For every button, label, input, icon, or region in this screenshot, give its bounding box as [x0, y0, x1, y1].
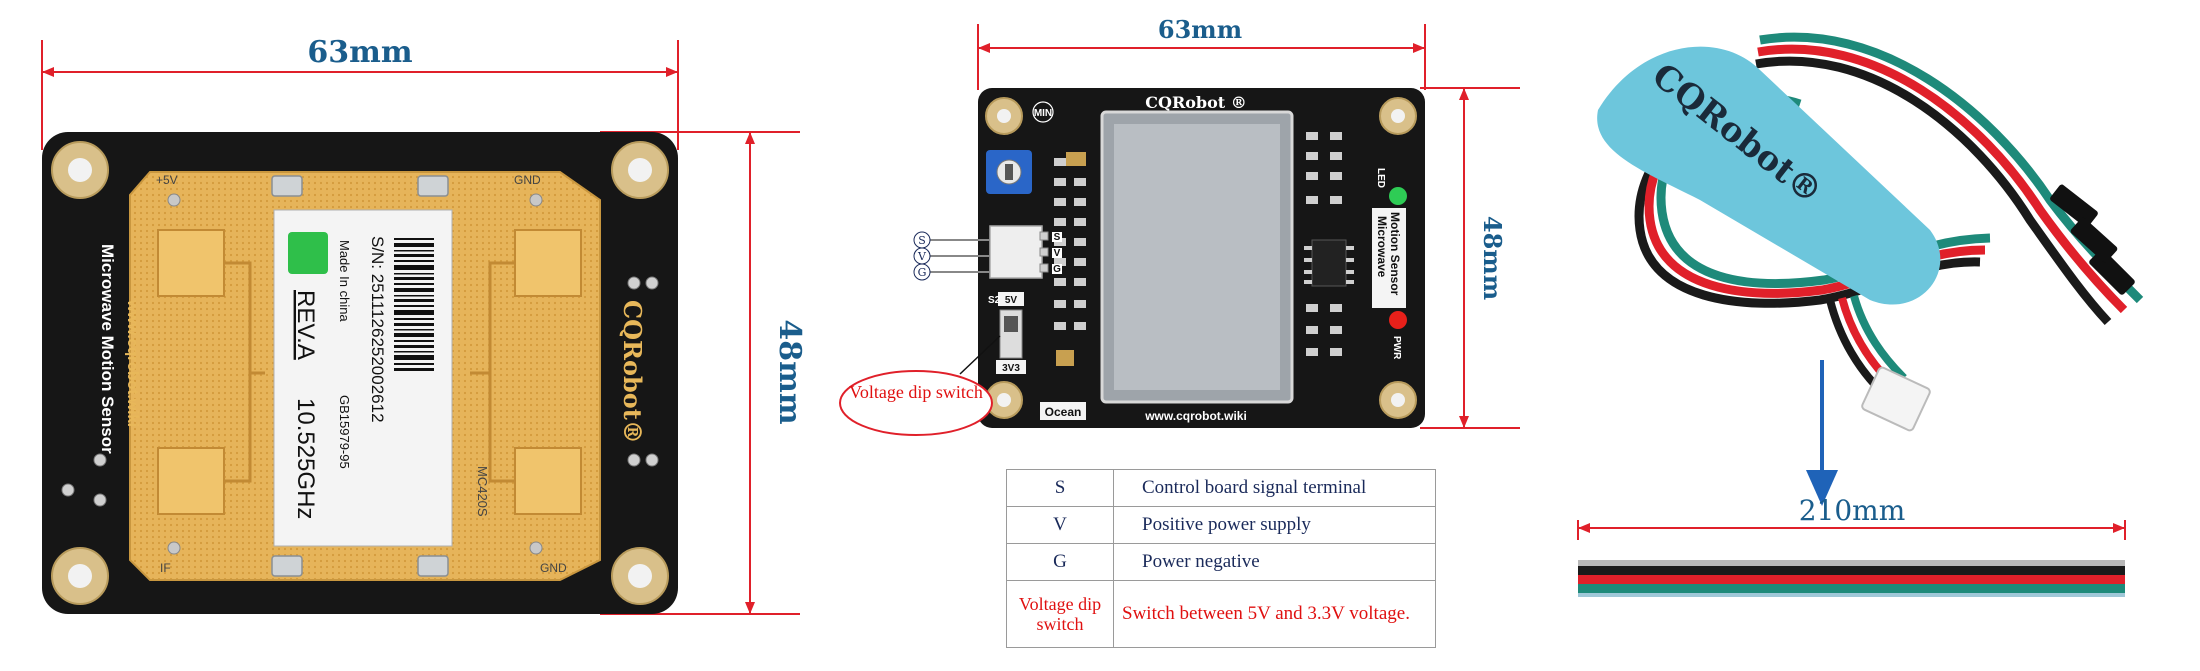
table-row: G Power negative	[1006, 543, 1436, 581]
table-row: Voltage dip switch Switch between 5V and…	[1006, 580, 1436, 648]
pin-description: Switch between 5V and 3.3V voltage.	[1113, 580, 1436, 648]
model-label: MC420S	[475, 466, 490, 517]
left-brand: CQRobot®	[618, 300, 647, 444]
middle-brand: CQRobot ®	[1145, 93, 1246, 112]
pin-callout-g: G	[918, 266, 927, 279]
left-height-dimension: 48mm	[600, 131, 807, 615]
left-width-label: 63mm	[307, 35, 412, 70]
pin-table: S Control board signal terminal V Positi…	[1006, 469, 1436, 648]
middle-width-label: 63mm	[1158, 15, 1242, 44]
pad-if: IF	[160, 561, 171, 575]
pin-callout-v: V	[917, 250, 927, 263]
pin-key: G	[1006, 543, 1114, 581]
flat-cable	[1578, 560, 2125, 597]
label-std: GB15979-95	[337, 395, 352, 469]
green-square	[288, 232, 328, 274]
dip-5v: 5V	[1005, 295, 1018, 306]
led-red	[1389, 311, 1407, 329]
pin-description: Positive power supply	[1113, 506, 1436, 544]
left-antenna-patches	[157, 229, 582, 515]
svg-connector	[989, 225, 1043, 279]
middle-url: www.cqrobot.wiki	[1144, 409, 1247, 423]
dip-callout-text: Voltage dip switch	[849, 382, 983, 402]
label-freq: 10.525GHz	[292, 398, 319, 519]
pad-gnd-top: GND	[514, 173, 541, 187]
length-arrow-icon	[1806, 470, 1838, 506]
table-row: V Positive power supply	[1006, 506, 1436, 544]
middle-sensor-board: 63mm 48mm MIN	[839, 15, 1520, 436]
barcode	[394, 238, 434, 371]
pin-description: Power negative	[1113, 543, 1436, 581]
pin-key: V	[1006, 506, 1114, 544]
middle-width-dimension: 63mm	[977, 15, 1426, 90]
board-title-1: Motion Sensor	[1388, 212, 1402, 296]
board-pin-s: S	[1054, 232, 1061, 243]
left-side-title: Microwave Motion Sensor	[98, 244, 117, 454]
ic-chip	[1311, 239, 1347, 287]
dip-3v3: 3V3	[1002, 363, 1020, 374]
dip-s2: S2	[988, 295, 1001, 306]
velcro-strap	[1597, 46, 1941, 305]
board-pin-g: G	[1053, 264, 1061, 275]
cable-length-label: 210mm	[1799, 494, 1906, 527]
board-pin-v: V	[1054, 248, 1061, 259]
min-label: MIN	[1034, 108, 1052, 119]
cable-connector	[1861, 366, 1931, 432]
middle-height-label: 48mm	[1478, 216, 1507, 300]
cable-illustration: CQRobot® 210mm	[1577, 32, 2144, 597]
ocean-label: Ocean	[1045, 405, 1082, 419]
middle-height-dimension: 48mm	[1420, 87, 1520, 429]
board-title-2: Microwave	[1375, 216, 1389, 278]
left-side-url: www.cqrobot.wiki	[124, 299, 141, 427]
label-rev: REV.A	[292, 290, 319, 360]
left-height-label: 48mm	[772, 319, 807, 424]
pin-key: S	[1006, 469, 1114, 507]
pin-description: Control board signal terminal	[1113, 469, 1436, 507]
table-row: S Control board signal terminal	[1006, 469, 1436, 507]
pad-5v: +5V	[156, 173, 178, 187]
label-origin: Made In china	[337, 240, 352, 322]
pin-key: Voltage dip switch	[1006, 580, 1114, 648]
dip-callout-bubble	[839, 370, 993, 436]
led-green	[1389, 187, 1407, 205]
pin-callouts: S V G	[913, 231, 931, 281]
led-label: LED	[1375, 168, 1386, 188]
left-sensor-board: 63mm 48mm	[41, 35, 807, 615]
left-width-dimension: 63mm	[41, 35, 679, 150]
pad-gnd-bottom: GND	[540, 561, 567, 575]
pwr-label: PWR	[1391, 336, 1402, 360]
pin-callout-s: S	[918, 234, 926, 247]
label-sn: S/N: 2511126252002612	[368, 236, 387, 423]
